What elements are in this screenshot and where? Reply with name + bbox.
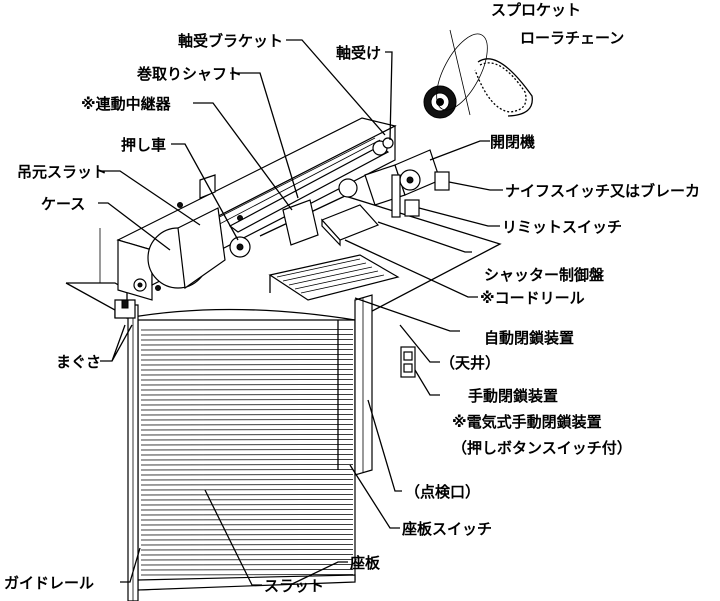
slat-ridge (140, 559, 354, 561)
slat-ridge (140, 419, 354, 421)
label-knife-switch: ナイフスイッチ又はブレーカ (505, 182, 700, 200)
label-roller-chain: ローラチェーン (520, 29, 624, 47)
label-hanging-slat: 吊元スラット (17, 163, 107, 181)
bearing (382, 137, 394, 149)
inspection-port (268, 254, 400, 301)
opener (338, 149, 441, 218)
slat-ridge (140, 484, 354, 486)
guide-rail-right (354, 294, 373, 476)
label-bearing: 軸受け (336, 44, 381, 62)
slat-ridge (140, 359, 354, 361)
limit-switch (404, 199, 420, 217)
slat-ridge (140, 464, 354, 466)
guide-rail-left (127, 304, 139, 601)
roller-chain (474, 58, 533, 117)
slat-ridge (140, 509, 354, 511)
label-guide-rail: ガイドレール (4, 574, 94, 592)
slat-ridge (140, 539, 354, 541)
slat-ridge (140, 339, 354, 341)
label-bottom-switch: 座板スイッチ (401, 520, 492, 538)
manual-closer-box (400, 346, 416, 378)
label-limit-switch: リミットスイッチ (502, 218, 622, 236)
slat-ridge (140, 529, 354, 531)
slat-ridge (140, 379, 354, 381)
slat-ridge (140, 389, 354, 391)
leader-lines (98, 39, 503, 586)
label-manual-closer: 手動閉鎖装置 (468, 387, 558, 405)
slat-ridge (140, 329, 354, 331)
slat-ridge (140, 414, 354, 416)
slat-ridge (140, 499, 354, 501)
label-shutter-panel: シャッター制御盤 (484, 266, 605, 284)
label-inspection-port: （点検口） (405, 483, 480, 501)
slat-ridge (140, 364, 354, 366)
slat-ridge (140, 434, 354, 436)
label-lintel: まぐさ (56, 353, 101, 371)
slat-ridge (140, 504, 354, 506)
label-auto-closer: 自動閉鎖装置 (484, 329, 574, 347)
slat-ridge (140, 349, 354, 351)
label-slat: スラット (264, 577, 324, 595)
slat-ridge (140, 449, 354, 451)
slat-ridge (140, 524, 354, 526)
slat-ridge (140, 514, 354, 516)
label-cord-reel: ※コードリール (480, 289, 585, 307)
slat-ridge (140, 384, 354, 386)
slat-ridge (140, 334, 354, 336)
label-sprocket: スプロケット (491, 1, 581, 19)
label-bearing-bracket: 軸受ブラケット (178, 32, 283, 50)
slat-ridge (140, 479, 354, 481)
slat-ridge (140, 429, 354, 431)
slat-ridge (140, 454, 354, 456)
slat-ridge (140, 409, 354, 411)
label-relay: ※連動中継器 (81, 95, 172, 113)
label-winding-shaft: 巻取りシャフト (136, 65, 242, 83)
slat-ridge (140, 469, 354, 471)
slat-ridge (140, 369, 354, 371)
slat-ridge (140, 344, 354, 346)
slat-ridge (140, 564, 354, 566)
slat-ridge (140, 549, 354, 551)
label-push-wheel: 押し車 (121, 136, 166, 154)
slat-ridge (140, 404, 354, 406)
lintel (114, 299, 136, 319)
slat-ridge (140, 394, 354, 396)
relay-unit (282, 199, 319, 246)
slat-ridge (140, 474, 354, 476)
label-push-button-note: （押しボタンスイッチ付） (452, 439, 632, 457)
slat-ridge (140, 354, 354, 356)
slat-ridge (140, 374, 354, 376)
slat-ridge (140, 444, 354, 446)
knife-switch (434, 171, 450, 191)
label-case: ケース (41, 195, 85, 213)
control-panel (320, 204, 380, 247)
label-opener: 開閉機 (490, 133, 535, 151)
slat-ridge (140, 459, 354, 461)
slat-ridge (140, 544, 354, 546)
slat-ridge (140, 534, 354, 536)
slat-ridge (140, 424, 354, 426)
push-wheel (229, 236, 251, 258)
slat-ridge (140, 519, 354, 521)
slat-ridge (140, 399, 354, 401)
slat-ridge (140, 489, 354, 491)
label-bottom-plate: 座板 (349, 554, 381, 572)
shutter-curtain (137, 319, 356, 591)
sprocket (423, 29, 488, 119)
slat-lines (140, 329, 354, 576)
slat-ridge (140, 439, 354, 441)
label-ceiling: （天井） (440, 354, 500, 372)
slat-ridge (140, 569, 354, 571)
label-electric-manual-closer: ※電気式手動閉鎖装置 (452, 413, 602, 431)
winding-shaft (228, 140, 390, 233)
slat-ridge (140, 494, 354, 496)
slat-ridge (140, 554, 354, 556)
